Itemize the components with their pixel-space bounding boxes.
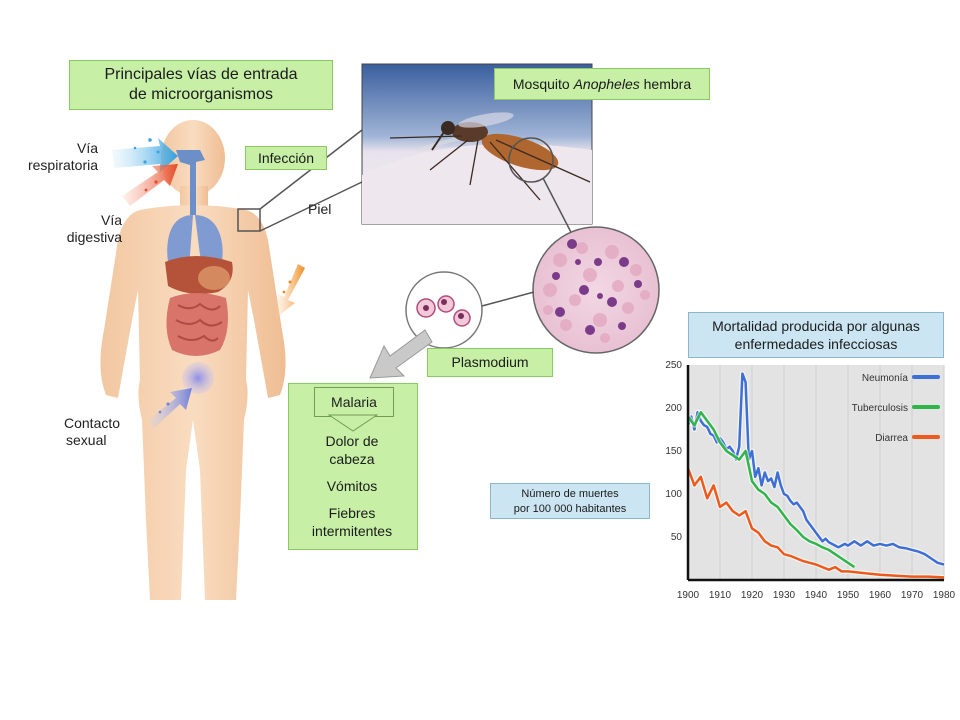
mosquito-zoom-circle [508, 137, 554, 183]
legend-label: Tuberculosis [852, 403, 908, 414]
y-tick-label: 250 [665, 360, 682, 371]
route-sexual-label: Contacto sexual [64, 415, 154, 449]
symptom-item: Dolor de cabeza [325, 433, 379, 467]
sexual-arrow [148, 388, 192, 428]
page-title: Principales vías de entrada de microorga… [69, 60, 333, 110]
skin-arrow [276, 264, 305, 318]
malaria-symptoms: Dolor de cabeza Vómitos Fiebres intermit… [290, 432, 414, 540]
chart-title-line2: enfermedades infecciosas [734, 336, 898, 352]
x-tick-label: 1970 [901, 590, 924, 601]
series-line-3 [686, 467, 945, 579]
skin-label: Piel [308, 201, 332, 217]
human-body [100, 120, 286, 600]
blood-smear [532, 226, 660, 354]
route-respiratory-line1: Vía [76, 140, 98, 156]
route-digestive-line2: digestiva [66, 229, 122, 245]
mosquito-label: Mosquito Anopheles hembra [494, 68, 710, 100]
plasmodium-zoom [405, 271, 483, 349]
series-line-1 [686, 372, 945, 566]
y-tick-label: 150 [665, 446, 682, 457]
chart-title: Mortalidad producida por algunas enferme… [688, 312, 944, 358]
connector-line [481, 291, 535, 307]
y-tick-label: 200 [665, 403, 682, 414]
x-tick-label: 1960 [869, 590, 892, 601]
route-sexual-line2: sexual [66, 432, 107, 448]
route-respiratory-line2: respiratoria [27, 157, 98, 173]
series-line-2 [686, 411, 856, 569]
x-tick-label: 1930 [773, 590, 796, 601]
respiratory-arrow [112, 138, 178, 172]
malaria-arrow-icon [328, 414, 378, 432]
page-title-line1: Principales vías de entrada [104, 66, 298, 83]
mosquito-label-species: Anopheles [573, 76, 640, 92]
y-tick-label: 50 [671, 532, 683, 543]
digestive-arrow [122, 164, 178, 206]
skin-zoom-square [237, 208, 261, 232]
route-digestive-line1: Vía [100, 212, 122, 228]
x-tick-label: 1980 [933, 590, 956, 601]
page-title-line2: de microorganismos [128, 86, 274, 103]
connector-line [542, 177, 576, 241]
infection-label: Infección [245, 146, 327, 170]
symptom-item: Fiebres intermitentes [311, 505, 393, 539]
chart-ylabel: Número de muertes por 100 000 habitantes [490, 483, 650, 519]
chart-title-line1: Mortalidad producida por algunas [712, 318, 920, 334]
malaria-title: Malaria [314, 387, 394, 417]
chart-ylabel-line1: Número de muertes [521, 488, 619, 500]
pointer-arrow [369, 329, 433, 379]
legend-label: Neumonía [862, 373, 909, 384]
x-tick-label: 1910 [709, 590, 732, 601]
chart-ylabel-line2: por 100 000 habitantes [513, 503, 627, 515]
malaria-panel [288, 383, 418, 550]
symptom-item: Vómitos [326, 478, 378, 494]
mortality-chart: 1900 1910 1920 1930 1940 1950 1960 1970 1980 50 10… [665, 360, 956, 601]
x-tick-label: 1950 [837, 590, 860, 601]
route-digestive-label: Vía digestiva [40, 212, 122, 246]
mosquito-label-prefix: Mosquito [512, 76, 574, 92]
route-sexual-line1: Contacto [64, 415, 121, 431]
plasmodium-label: Plasmodium [427, 348, 553, 377]
x-tick-label: 1940 [805, 590, 828, 601]
route-respiratory-label: Vía respiratoria [18, 140, 98, 174]
connector-line [259, 181, 363, 232]
y-tick-label: 100 [665, 489, 682, 500]
x-tick-label: 1900 [677, 590, 700, 601]
x-tick-label: 1920 [741, 590, 764, 601]
legend-label: Diarrea [875, 433, 908, 444]
mosquito-label-suffix: hembra [639, 76, 692, 92]
